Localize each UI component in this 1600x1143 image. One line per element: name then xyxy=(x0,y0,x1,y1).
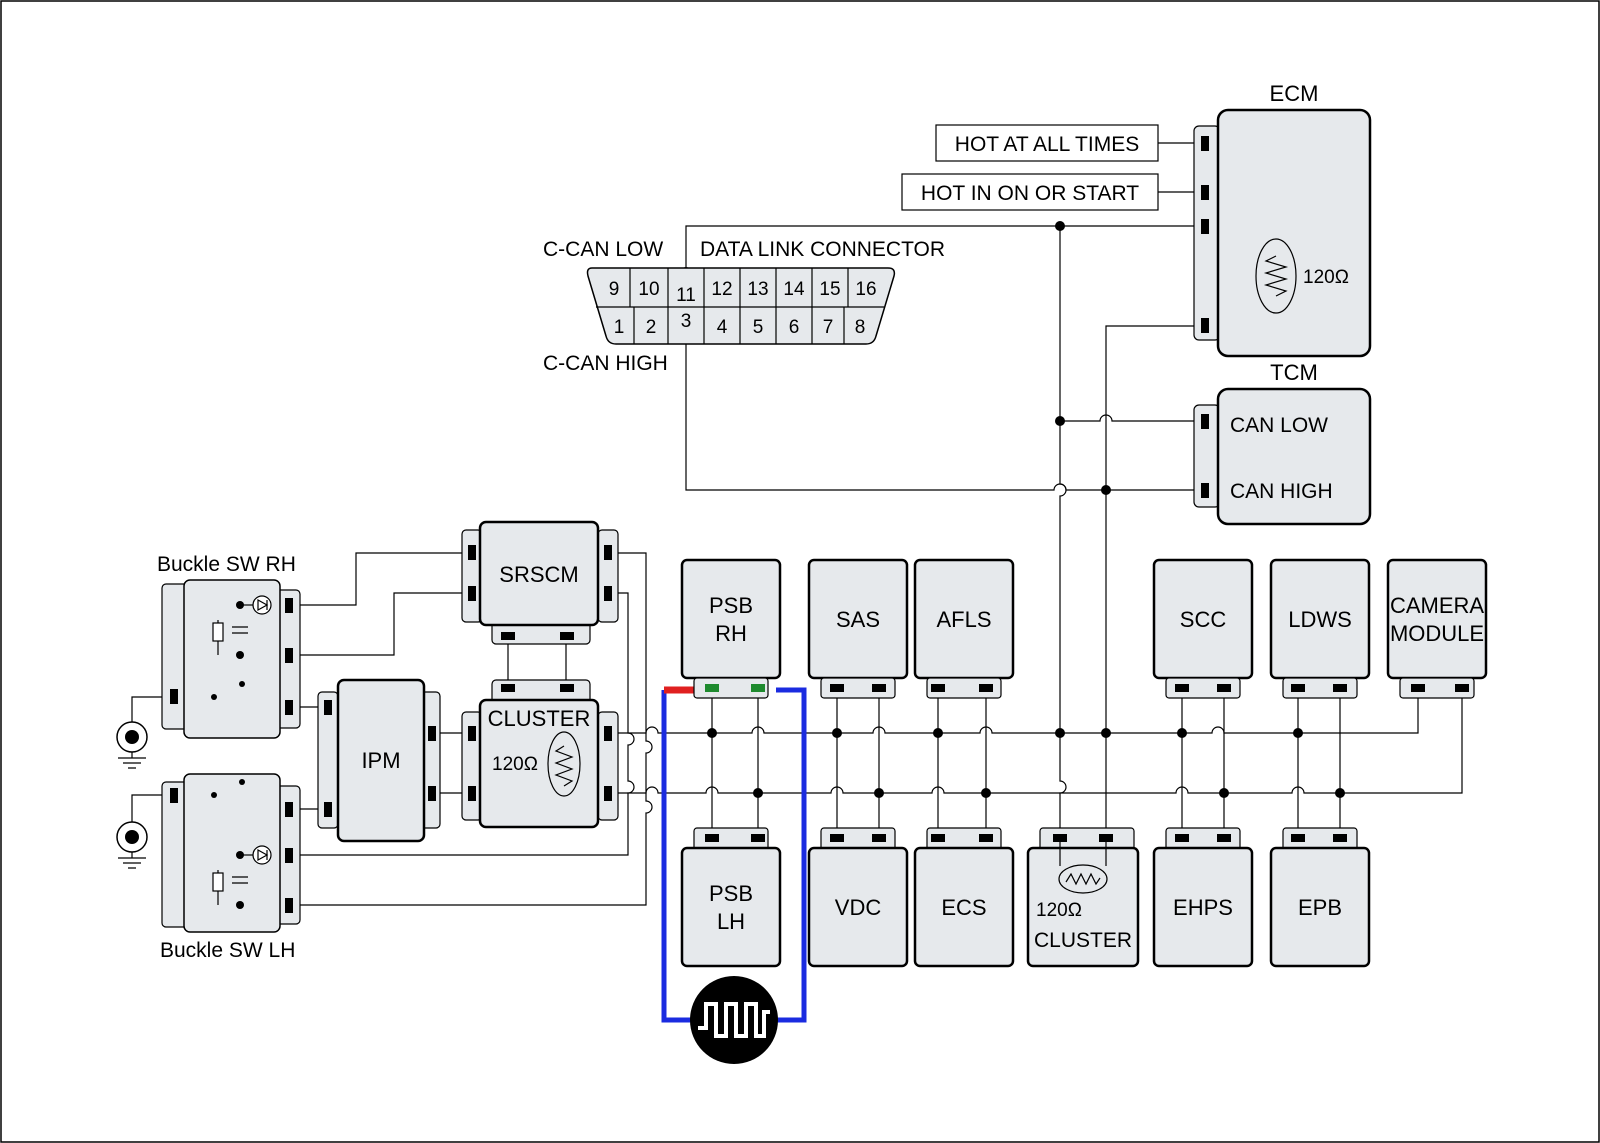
dlc-top-pin-16: 16 xyxy=(855,279,876,300)
dlc-top-pin-13: 13 xyxy=(747,279,768,300)
psb-rh-line1: PSB xyxy=(709,593,753,618)
dlc-bottom-pin-7: 7 xyxy=(823,317,834,338)
psb-lh-line2: LH xyxy=(717,909,745,934)
scc-module: SCC xyxy=(1152,558,1254,699)
sas-module: SAS xyxy=(807,558,909,699)
afls-module: AFLS xyxy=(913,558,1015,699)
tcm-can-high: CAN HIGH xyxy=(1230,480,1333,503)
ehps-module: EHPS xyxy=(1152,827,1254,968)
ipm-module: IPM xyxy=(317,678,441,843)
camera-module: CAMERA MODULE xyxy=(1386,558,1488,699)
c-can-low-label: C-CAN LOW xyxy=(543,238,663,261)
resistor-icon xyxy=(212,872,224,892)
ldws-label: LDWS xyxy=(1288,607,1352,632)
ecm-resistor-label: 120Ω xyxy=(1303,267,1349,288)
dlc-top-pin-14: 14 xyxy=(783,279,805,300)
power-hot-on-start: HOT IN ON OR START xyxy=(901,173,1198,211)
dlc-top-pin-12: 12 xyxy=(711,279,732,300)
srscm-module: SRSCM xyxy=(461,520,619,645)
psb-rh-module: PSB RH xyxy=(680,558,782,699)
buckle-rh-label: Buckle SW RH xyxy=(157,553,296,576)
dlc-bottom-pin-3: 3 xyxy=(681,311,692,332)
cluster-left-label: CLUSTER xyxy=(488,706,591,731)
dlc-bottom-pin-8: 8 xyxy=(855,317,866,338)
ecs-label: ECS xyxy=(941,895,986,920)
dlc-top-pin-9: 9 xyxy=(609,279,620,300)
ground-icon xyxy=(116,721,148,769)
hot-on-start-label: HOT IN ON OR START xyxy=(921,182,1139,205)
buckle-switch-lh: Buckle SW LH xyxy=(160,773,301,962)
vdc-module: VDC xyxy=(807,827,909,968)
srscm-label: SRSCM xyxy=(499,562,578,587)
cluster-right-resistor-label: 120Ω xyxy=(1036,900,1082,921)
resistor-icon xyxy=(212,622,224,642)
psb-lh-module: PSB LH xyxy=(680,827,782,968)
tcm-module: TCM CAN LOW CAN HIGH xyxy=(1193,360,1372,526)
dlc-top-pin-11: 11 xyxy=(676,285,696,306)
dlc-bottom-pin-6: 6 xyxy=(789,317,800,338)
buckle-switch-rh: Buckle SW RH xyxy=(157,553,301,739)
dlc-top-pin-15: 15 xyxy=(819,279,840,300)
psb-rh-line2: RH xyxy=(715,621,747,646)
ehps-label: EHPS xyxy=(1173,895,1233,920)
led-icon xyxy=(252,845,272,865)
c-can-high-label: C-CAN HIGH xyxy=(543,352,668,375)
buckle-lh-label: Buckle SW LH xyxy=(160,939,295,962)
scc-label: SCC xyxy=(1180,607,1227,632)
dlc-top-row: 9 10 11 12 13 14 15 16 xyxy=(609,268,877,307)
ecs-module: ECS xyxy=(913,827,1015,968)
cluster-resistor-icon xyxy=(547,731,581,797)
vdc-label: VDC xyxy=(835,895,882,920)
power-hot-all-times: HOT AT ALL TIMES xyxy=(935,124,1198,162)
cluster-right-label: CLUSTER xyxy=(1034,929,1132,952)
dlc-top-pin-10: 10 xyxy=(638,279,659,300)
afls-label: AFLS xyxy=(936,607,991,632)
sas-label: SAS xyxy=(836,607,880,632)
dlc-bottom-pin-4: 4 xyxy=(717,317,728,338)
ecm-title: ECM xyxy=(1270,81,1319,106)
dlc-bottom-pin-5: 5 xyxy=(753,317,764,338)
ground-icon xyxy=(116,821,148,869)
dlc-bottom-pin-1: 1 xyxy=(614,317,625,338)
ipm-label: IPM xyxy=(361,748,400,773)
cluster-left-resistor-label: 120Ω xyxy=(492,754,538,775)
hot-all-times-label: HOT AT ALL TIMES xyxy=(955,133,1139,156)
dlc-title: DATA LINK CONNECTOR xyxy=(700,238,945,261)
cluster-module-left: CLUSTER 120Ω xyxy=(461,679,619,829)
capacitor-icon xyxy=(232,626,248,634)
dlc-bottom-pin-2: 2 xyxy=(646,317,657,338)
camera-line1: CAMERA xyxy=(1390,593,1484,618)
tcm-title: TCM xyxy=(1270,360,1318,385)
ldws-module: LDWS xyxy=(1269,558,1371,699)
psb-lh-line1: PSB xyxy=(709,881,753,906)
camera-line2: MODULE xyxy=(1390,621,1484,646)
capacitor-icon xyxy=(232,876,248,884)
junction-dots xyxy=(681,221,1345,798)
epb-label: EPB xyxy=(1298,895,1342,920)
epb-module: EPB xyxy=(1269,827,1371,968)
termination-resistor-icon xyxy=(1255,238,1297,314)
oscilloscope-icon xyxy=(690,976,778,1064)
tcm-can-low: CAN LOW xyxy=(1230,414,1328,437)
cluster-module-right: 120Ω CLUSTER xyxy=(1026,827,1140,968)
led-icon xyxy=(252,595,272,615)
ecm-module: ECM 120Ω xyxy=(1193,81,1372,358)
